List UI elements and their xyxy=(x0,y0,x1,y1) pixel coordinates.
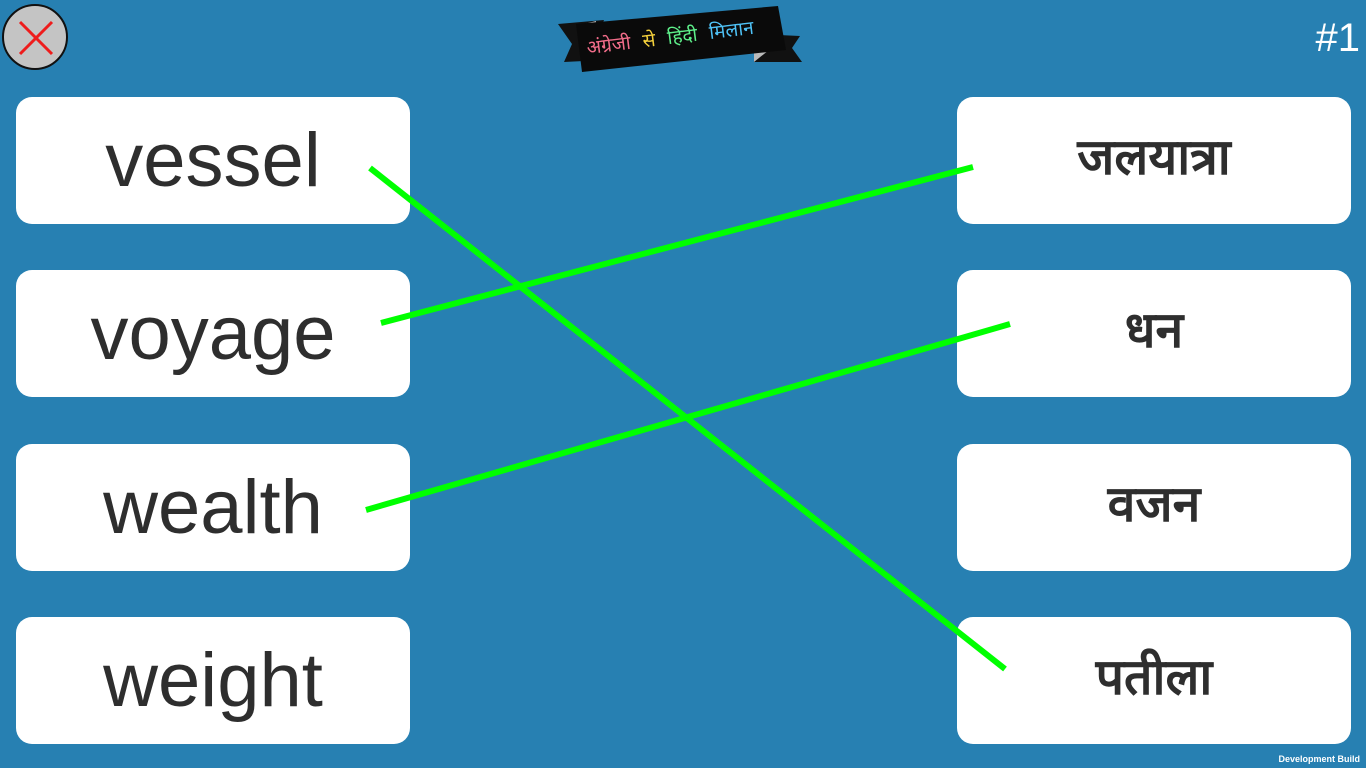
ribbon-icon xyxy=(558,6,802,72)
hindi-card[interactable]: पतीला xyxy=(957,617,1351,744)
hindi-card[interactable]: धन xyxy=(957,270,1351,397)
hindi-card[interactable]: जलयात्रा xyxy=(957,97,1351,224)
dev-build-label: Development Build xyxy=(1278,754,1360,764)
close-icon xyxy=(18,20,54,56)
match-line xyxy=(380,164,974,326)
title-word: मिलान xyxy=(707,16,755,45)
title-word: अंग्रेजी xyxy=(585,31,633,60)
english-card[interactable]: wealth xyxy=(16,444,410,571)
match-line xyxy=(368,165,1007,672)
english-card[interactable]: vessel xyxy=(16,97,410,224)
english-card[interactable]: voyage xyxy=(16,270,410,397)
title-word: से xyxy=(641,28,657,53)
hindi-card[interactable]: वजन xyxy=(957,444,1351,571)
match-line xyxy=(365,321,1011,513)
english-card[interactable]: weight xyxy=(16,617,410,744)
level-number: #1 xyxy=(1315,16,1361,60)
title-banner: अंग्रेजी से हिंदी मिलान xyxy=(556,2,804,74)
close-button[interactable] xyxy=(2,4,68,70)
title-word: हिंदी xyxy=(666,23,699,50)
